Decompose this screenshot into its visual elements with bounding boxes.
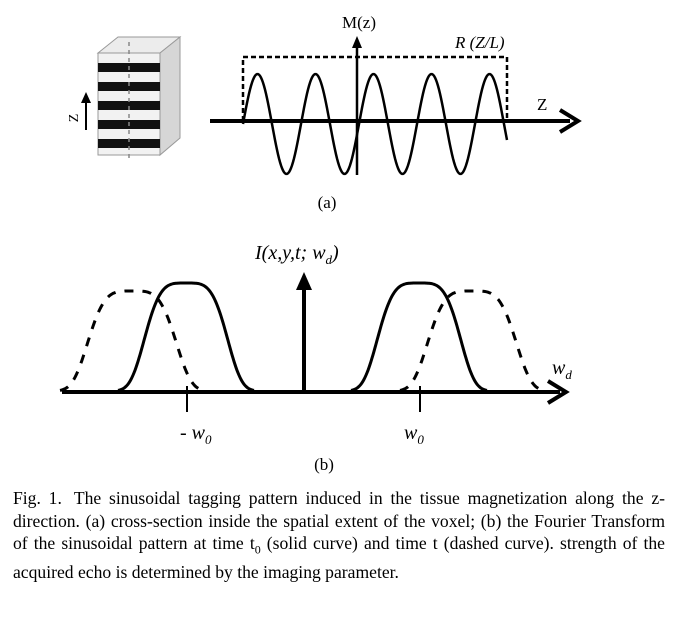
caption-t-subscript: 0 [254,542,261,557]
voxel-z-label: Z [67,114,82,123]
m-axis-label: M(z) [342,13,376,32]
sinusoid-curve [241,72,509,176]
panel-a-label: (a) [318,193,337,212]
dashed-peak-positive [399,289,545,392]
caption-text: The sinusoidal tagging pattern induced i… [13,488,665,553]
panel-a-z-axis [210,108,582,134]
w-axis-label: wd [552,357,572,382]
i-axis-label: I(x,y,t; wd) [254,242,339,267]
caption-label: Fig. 1. [13,488,62,508]
solid-peak-positive [350,281,488,392]
panel-b-i-axis [296,272,312,392]
voxel-cube [96,35,182,160]
rect-label: R (Z/L) [454,33,505,52]
dashed-peak-negative [59,289,205,392]
panel-b-label: (b) [314,455,334,474]
rect-function-dashed [241,55,509,121]
figure-caption: Fig. 1.The sinusoidal tagging pattern in… [13,487,665,584]
figure: Z M(z) R (Z/L) Z (a) I(x,y,t; wd) wd - w… [59,13,582,474]
tick-neg-w0-label: - w0 [180,422,212,447]
caption-text-end: (solid curve) and time t (dashed curve).… [13,533,665,583]
panel-b-w-axis [62,379,570,405]
solid-peak-negative [117,281,255,392]
voxel-z-axis-arrow [81,92,91,130]
z-axis-label: Z [537,95,547,114]
panel-a-m-axis [352,36,362,175]
tick-pos-w0-label: w0 [404,422,424,447]
